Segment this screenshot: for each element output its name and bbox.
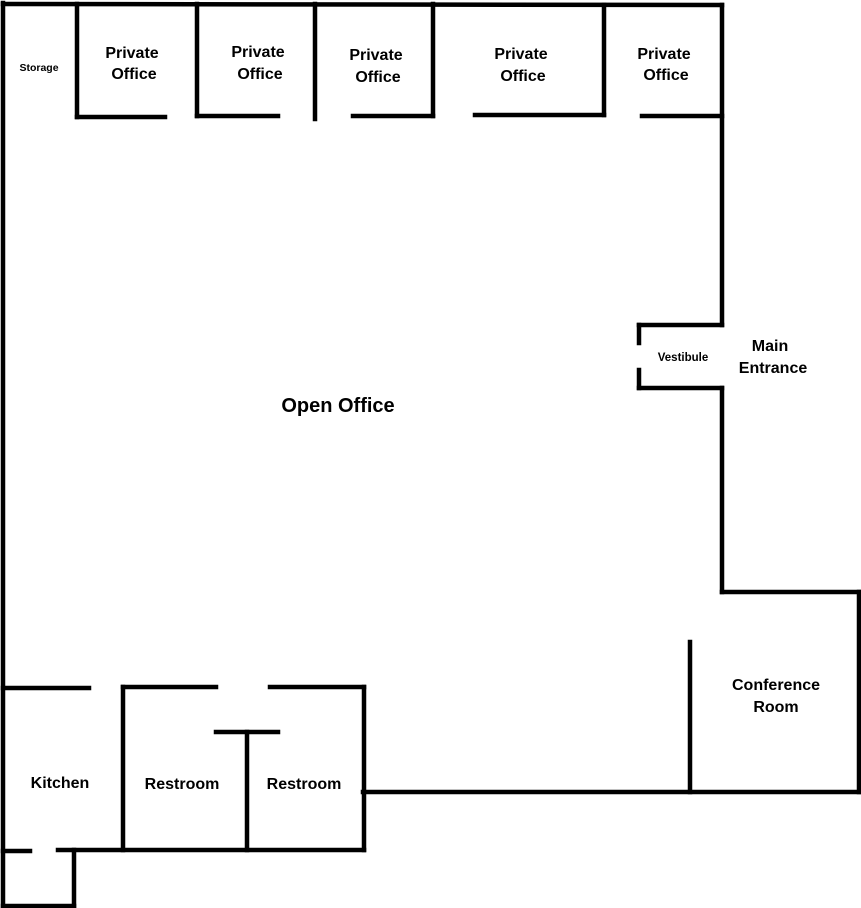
office3-label-line2: Office <box>355 69 400 86</box>
office1-label-line2: Office <box>111 66 156 83</box>
office2-label-line2: Office <box>237 66 282 83</box>
office5-label-line2: Office <box>643 67 688 84</box>
office4-label-line2: Office <box>500 68 545 85</box>
conference-label-line2: Room <box>753 699 798 716</box>
restroom2-label: Restroom <box>267 776 342 793</box>
office5-label-line1: Private <box>637 46 690 63</box>
room-labels: Storage Private Office Private Office Pr… <box>19 44 820 793</box>
outer-wall-top <box>0 1 725 8</box>
conference-label-line1: Conference <box>732 677 820 694</box>
office2-label-line1: Private <box>231 44 284 61</box>
storage-label: Storage <box>19 62 58 74</box>
open-office-label: Open Office <box>281 395 394 417</box>
kitchen-label: Kitchen <box>31 775 90 792</box>
vestibule-label: Vestibule <box>658 352 709 364</box>
office4-label-line1: Private <box>494 46 547 63</box>
main-entrance-label-line2: Entrance <box>739 360 808 377</box>
office1-label-line1: Private <box>105 45 158 62</box>
restroom1-label: Restroom <box>145 776 220 793</box>
office3-label-line1: Private <box>349 47 402 64</box>
main-entrance-label-line1: Main <box>752 338 788 355</box>
